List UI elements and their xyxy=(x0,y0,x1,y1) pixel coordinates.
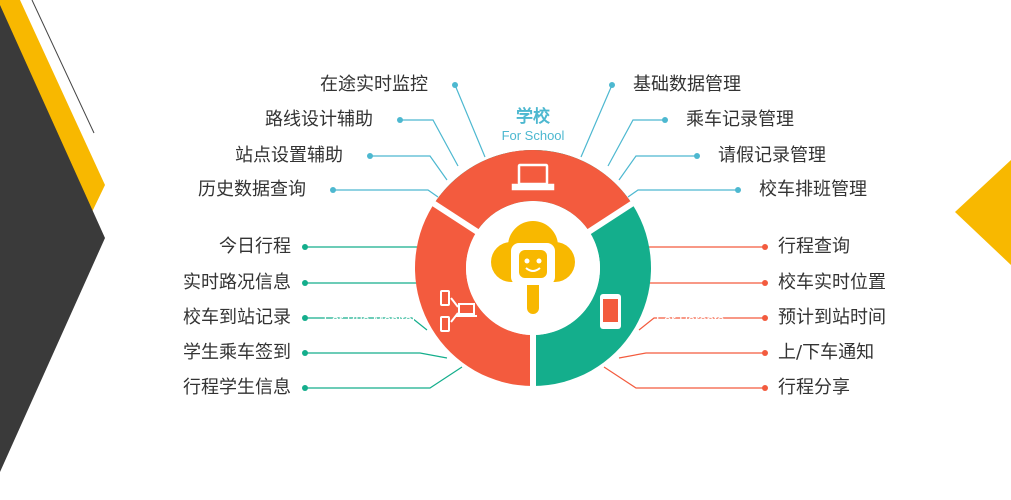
connector-dot xyxy=(367,153,373,159)
feature-label: 路线设计辅助 xyxy=(265,109,373,130)
connector-line xyxy=(618,155,697,181)
segment-parents xyxy=(414,150,631,386)
connector-line xyxy=(580,84,613,158)
connector-line xyxy=(454,84,486,158)
feature-label: 校车实时位置 xyxy=(778,272,886,293)
feature-label: 基础数据管理 xyxy=(633,74,741,95)
laptop-icon xyxy=(511,163,555,191)
connector-line xyxy=(618,352,765,359)
school-subtitle: For School xyxy=(501,128,565,143)
feature-label: 行程学生信息 xyxy=(183,377,291,398)
feature-label: 校车排班管理 xyxy=(759,179,867,200)
connector-dot xyxy=(302,350,308,356)
connector-dot xyxy=(762,315,768,321)
segment-gap xyxy=(430,200,481,236)
connector-line xyxy=(400,119,459,167)
feature-label: 历史数据查询 xyxy=(198,179,306,200)
connector-line xyxy=(607,119,665,167)
smartphone-icon xyxy=(600,294,621,329)
connector-dot xyxy=(302,385,308,391)
decor-thin-line xyxy=(31,0,95,134)
parents-title: 家长 xyxy=(673,290,707,310)
connector-dot xyxy=(397,117,403,123)
connector-dot xyxy=(302,244,308,250)
connector-dot xyxy=(452,82,458,88)
connector-line xyxy=(370,155,448,181)
feature-label: 上/下车通知 xyxy=(778,342,875,363)
feature-label: 乘车记录管理 xyxy=(686,109,794,130)
connector-dot xyxy=(302,315,308,321)
decor-yellow-stripe xyxy=(0,0,105,212)
feature-label: 站点设置辅助 xyxy=(235,145,343,166)
connector-line xyxy=(627,189,738,198)
feature-label: 预计到站时间 xyxy=(778,307,886,328)
connector-line xyxy=(603,366,765,389)
parents-subtitle: For Parents xyxy=(656,312,724,327)
connector-dot xyxy=(694,153,700,159)
cloud-bus-robot-icon xyxy=(491,221,575,314)
feature-label: 实时路况信息 xyxy=(183,272,291,293)
connector-dot xyxy=(662,117,668,123)
connector-line xyxy=(305,317,428,331)
connector-dot xyxy=(735,187,741,193)
connector-dot xyxy=(609,82,615,88)
connector-line xyxy=(333,189,439,198)
feature-label: 学生乘车签到 xyxy=(183,342,291,363)
connector-dot xyxy=(762,280,768,286)
feature-label: 行程分享 xyxy=(778,377,850,398)
connector-line xyxy=(305,366,463,389)
connector-line xyxy=(638,317,765,331)
connector-dot xyxy=(330,187,336,193)
segment-gap xyxy=(585,200,636,236)
connector-dot xyxy=(302,280,308,286)
feature-label: 在途实时监控 xyxy=(320,74,428,95)
school-title: 学校 xyxy=(516,107,550,127)
feature-label: 行程查询 xyxy=(778,236,850,257)
feature-label: 请假记录管理 xyxy=(718,145,826,166)
feature-label: 校车到站记录 xyxy=(183,307,291,328)
connector-dot xyxy=(762,244,768,250)
connector-line xyxy=(305,352,448,359)
feature-label: 今日行程 xyxy=(219,236,291,257)
connector-dot xyxy=(762,350,768,356)
decor-dark-chevron xyxy=(0,5,105,472)
devices-network-icon xyxy=(440,290,477,332)
decor-yellow-triangle xyxy=(955,160,1011,265)
monitor-subtitle: For Bus Monitor xyxy=(323,312,417,327)
connector-dot xyxy=(762,385,768,391)
monitor-title: 校车老师 xyxy=(331,290,399,310)
